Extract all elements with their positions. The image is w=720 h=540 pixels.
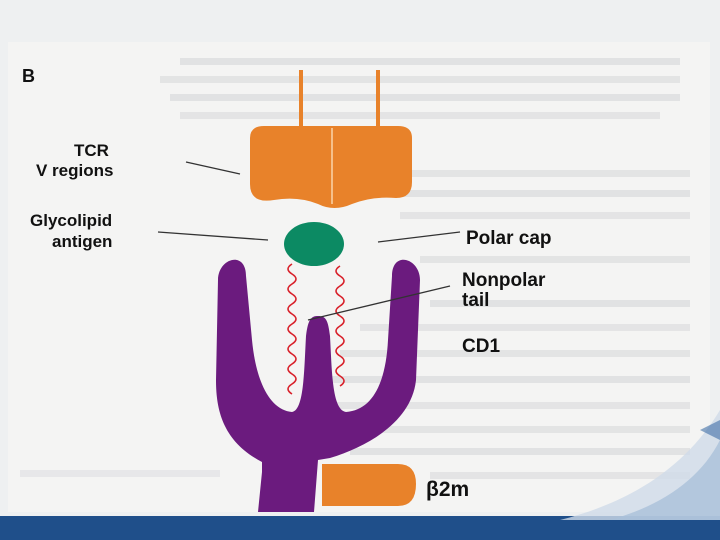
nonpolar-tail-label-line2: tail xyxy=(462,290,489,311)
polar-cap-label: Polar cap xyxy=(466,228,552,249)
tcr-label-line1: TCR xyxy=(74,141,109,160)
glycolipid-label-line1: Glycolipid xyxy=(30,211,112,230)
tcr-stalk-left xyxy=(299,70,303,130)
tcr-stalk-right xyxy=(376,70,380,130)
polar-cap xyxy=(284,222,344,266)
panel-letter: B xyxy=(22,66,35,86)
b2m-label: β2m xyxy=(426,478,469,501)
b2m-domain xyxy=(322,464,416,506)
cd1-label: CD1 xyxy=(462,336,500,357)
tcr-label-line2: V regions xyxy=(36,161,113,180)
glycolipid-label-line2: antigen xyxy=(52,232,112,251)
nonpolar-tail-label-line1: Nonpolar xyxy=(462,270,546,291)
